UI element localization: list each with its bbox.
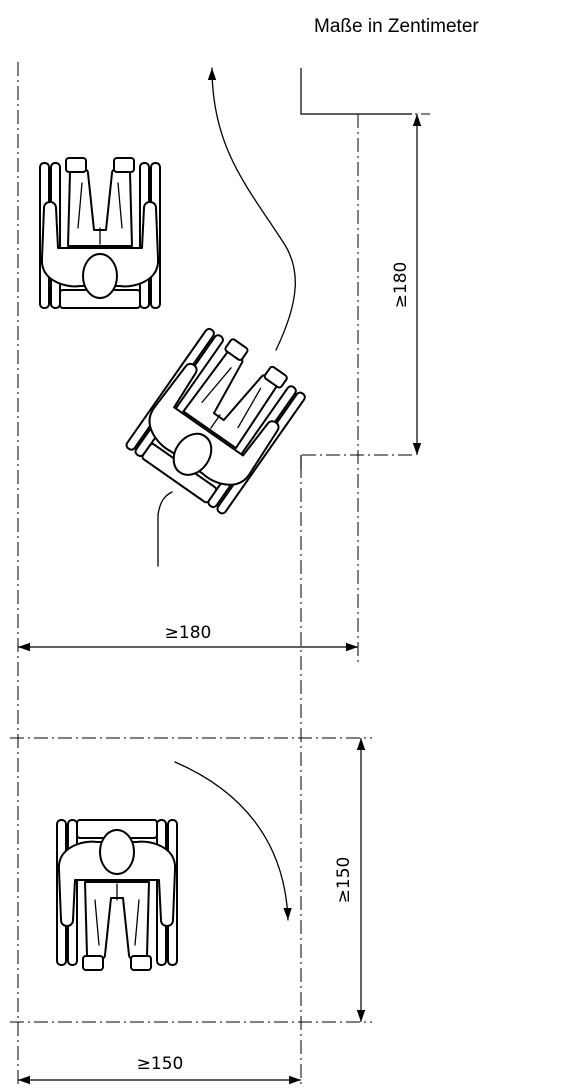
wheelchair-user-turning	[123, 322, 311, 516]
turning-path-arrow	[207, 67, 296, 351]
rotation-arrow	[174, 761, 292, 921]
wheelchair-user-straight	[39, 157, 161, 309]
door-opening-label: ≥180	[391, 262, 411, 309]
approach-path-line	[157, 491, 173, 567]
corridor-width-label: ≥180	[165, 623, 212, 643]
lower-wall-line	[300, 454, 412, 1085]
turning-area-height-label: ≥150	[334, 857, 354, 904]
wheelchair-user-turning-area	[56, 819, 178, 971]
turning-area-width-label: ≥150	[137, 1054, 184, 1074]
units-caption: Maße in Zentimeter	[314, 16, 479, 37]
upper-wall-corner	[300, 68, 412, 115]
